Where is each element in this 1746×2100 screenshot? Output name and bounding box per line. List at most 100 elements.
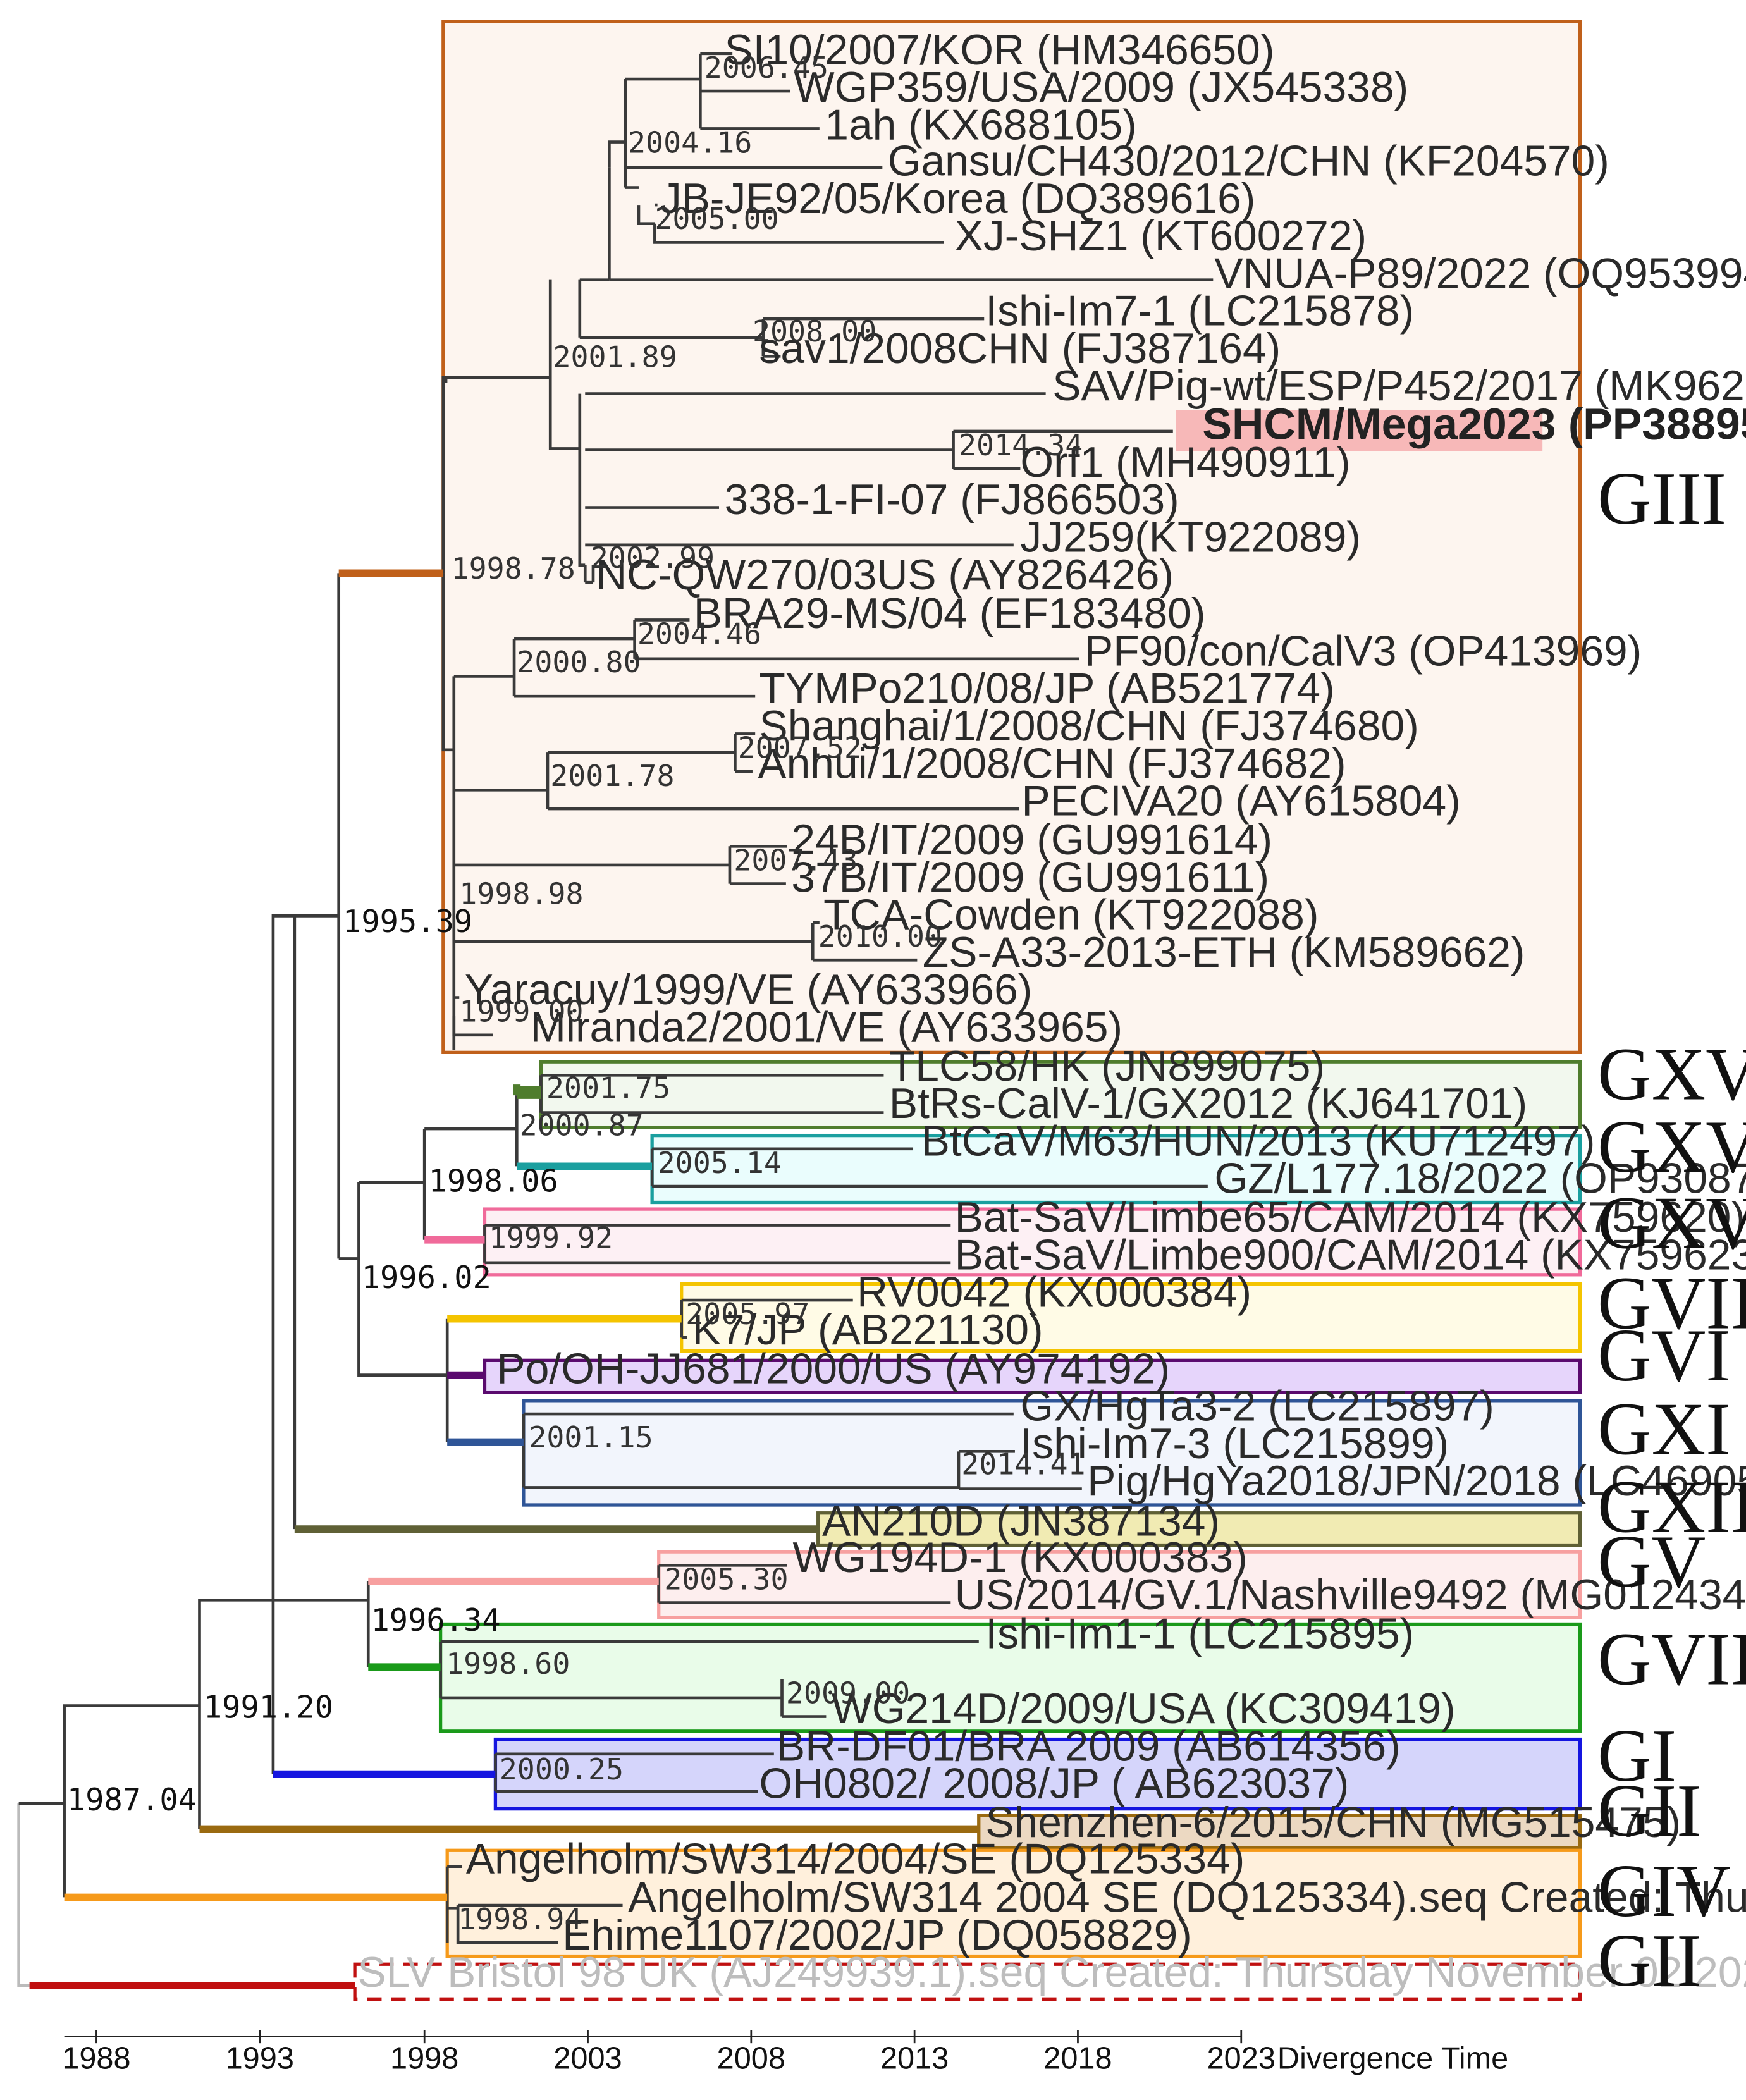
leaf-label: Orf1 (MH490911) xyxy=(1020,439,1350,486)
clade-label-GXVIII: GXVIII xyxy=(1597,1181,1746,1264)
leaf-label: 338-1-FI-07 (FJ866503) xyxy=(724,476,1179,524)
axis-tick-label: 2023 xyxy=(1207,2041,1276,2075)
box-GII xyxy=(977,1814,1582,1850)
node-age-label: 2006.45 xyxy=(704,51,828,85)
node-age-label: 2004.46 xyxy=(637,617,761,651)
leaf-label: TLC58/HK (JN899075) xyxy=(889,1043,1325,1090)
leaf-label: XJ-SHZ1 (KT600272) xyxy=(955,212,1367,260)
leaf-label: Ishi-Im7-3 (LC215899) xyxy=(1020,1420,1449,1468)
node-age-label: 1998.94 xyxy=(458,1902,582,1936)
leaf-label: Miranda2/2001/VE (AY633965) xyxy=(530,1004,1122,1051)
node-age-label: 1987.04 xyxy=(67,1783,197,1818)
leaf-label: SLV Bristol 98 UK (AJ249939.1).seq Creat… xyxy=(357,1949,1746,1996)
node-age-label: 1999.00 xyxy=(459,995,583,1029)
node-age-label: 2008.00 xyxy=(753,314,876,348)
leaf-label: Ehime1107/2002/JP (DQ058829) xyxy=(562,1912,1192,1959)
node-age-label: 1998.60 xyxy=(446,1647,570,1681)
clade-stems xyxy=(29,569,979,1989)
node-age-label: 2000.80 xyxy=(517,645,641,679)
node-age-label: 1998.78 xyxy=(452,551,575,586)
box-GIV xyxy=(445,1848,1582,1958)
axis-tick-label: 1993 xyxy=(226,2041,294,2075)
highlighted-leaf-label: SHCM/Mega2023 (PP388958) xyxy=(1202,400,1746,449)
node-age-label: 1998.98 xyxy=(459,876,583,911)
clade-label-GIII: GIII xyxy=(1597,457,1726,540)
leaf-label: BRA29-MS/04 (EF183480) xyxy=(694,590,1206,637)
node-age-label: 2001.78 xyxy=(550,759,674,793)
leaf-label: PF90/con/CalV3 (OP413969) xyxy=(1085,627,1642,675)
leaf-label: Yaracuy/1999/VE (AY633966) xyxy=(465,966,1033,1014)
node-age-label: 1991.20 xyxy=(204,1690,333,1726)
clade-label-GXVI: GXVI xyxy=(1597,1032,1746,1115)
leaf-label: AN210D (JN387134) xyxy=(822,1498,1220,1545)
box-GII-outgroup xyxy=(353,1962,1582,2001)
node-age-label: 2000.87 xyxy=(520,1108,644,1143)
leaf-label: JJ259(KT922089) xyxy=(1020,513,1361,561)
highlight-box xyxy=(1176,410,1543,451)
node-age-label: 2002.99 xyxy=(591,541,715,575)
node-age-label: 2001.15 xyxy=(529,1420,653,1454)
leaf-label: Gansu/CH430/2012/CHN (KF204570) xyxy=(888,137,1609,185)
node-age-label: 1996.02 xyxy=(362,1260,491,1296)
clade-label-GXI: GXI xyxy=(1597,1387,1731,1471)
node-age-label: 2005.97 xyxy=(685,1297,809,1331)
axis-tick-label: 2008 xyxy=(717,2041,785,2075)
leaf-label: Shanghai/1/2008/CHN (FJ374680) xyxy=(759,703,1419,750)
node-age-label: 2007.43 xyxy=(734,843,858,877)
node-age-label: 2005.00 xyxy=(655,202,778,236)
clade-label-GVIII: GVIII xyxy=(1597,1618,1746,1701)
clade-label-GVI: GVI xyxy=(1597,1313,1731,1397)
leaf-label: Anhui/1/2008/CHN (FJ374682) xyxy=(758,740,1346,787)
leaf-label: BR-DF01/BRA 2009 (AB614356) xyxy=(777,1722,1401,1770)
leaf-label: GZ/L177.18/2022 (OP930874) xyxy=(1214,1155,1746,1203)
leaf-label: WG214D/2009/USA (KC309419) xyxy=(832,1685,1456,1733)
node-age-label: 2014.41 xyxy=(961,1447,1085,1481)
node-age-label: 2001.75 xyxy=(546,1071,670,1105)
leaf-label: Angelholm/SW314 2004 SE (DQ125334).seq C… xyxy=(628,1874,1746,1922)
box-GIII xyxy=(441,20,1582,1054)
node-age-label: 1996.34 xyxy=(371,1603,501,1638)
axis-tick-label: 2018 xyxy=(1043,2041,1112,2075)
node-age-label: 2000.25 xyxy=(500,1752,624,1786)
leaf-label: Bat-SaV/Limbe900/CAM/2014 (KX759623) xyxy=(955,1231,1746,1279)
leaf-label: WGP359/USA/2009 (JX545338) xyxy=(794,64,1409,111)
leaf-label: Shenzhen-6/2015/CHN (MG515475) xyxy=(985,1799,1681,1846)
clade-labels: GIII GXVI GXVII GXVIII GVII GVI GXI GXII… xyxy=(1597,457,1746,2002)
node-age-label: 2005.30 xyxy=(664,1562,788,1596)
leaf-label: TCA-Cowden (KT922088) xyxy=(823,892,1319,939)
leaf-label: SI10/2007/KOR (HM346650) xyxy=(724,27,1274,74)
leaf-label: OH0802/ 2008/JP ( AB623037) xyxy=(759,1760,1349,1808)
leaf-label: 37B/IT/2009 (GU991611) xyxy=(791,854,1269,901)
time-axis: 1988 1993 1998 2003 2008 2013 2018 2023 … xyxy=(62,2030,1508,2075)
leaf-labels: SI10/2007/KOR (HM346650) WGP359/USA/2009… xyxy=(357,27,1746,1996)
box-GVII xyxy=(680,1282,1582,1353)
box-GXVI xyxy=(539,1060,1582,1129)
leaf-label: BtRs-CalV-1/GX2012 (KJ641701) xyxy=(889,1080,1527,1127)
leaf-label: 24B/IT/2009 (GU991614) xyxy=(791,816,1272,864)
axis-tick-label: 1988 xyxy=(62,2041,130,2075)
clade-label-GI: GI xyxy=(1597,1714,1676,1797)
node-age-label: 2007.52 xyxy=(738,731,862,765)
node-age-label: 2010.00 xyxy=(818,919,942,954)
node-age-label: 1995.39 xyxy=(343,904,472,940)
node-age-label: 2001.89 xyxy=(553,340,677,374)
leaf-label: NC-QW270/03US (AY826426) xyxy=(596,551,1174,599)
clade-label-GXVII: GXVII xyxy=(1597,1105,1746,1188)
leaf-label: sav1/2008CHN (FJ387164) xyxy=(759,325,1281,372)
leaf-label: WG194D-1 (KX000383) xyxy=(792,1534,1247,1581)
leaf-label: Angelholm/SW314/2004/SE (DQ125334) xyxy=(466,1835,1245,1882)
axis-tick-label: 2003 xyxy=(553,2041,622,2075)
clade-label-GXIII: GXIII xyxy=(1597,1464,1746,1548)
leaf-label: JB-JE92/05/Korea (DQ389616) xyxy=(660,175,1256,223)
node-age-label: 1998.06 xyxy=(429,1164,558,1200)
node-age-label: 2005.14 xyxy=(658,1146,782,1180)
axis-title: Divergence Time xyxy=(1277,2041,1508,2075)
leaf-label: SAV/Pig-wt/ESP/P452/2017 (MK962338) xyxy=(1052,362,1746,410)
axis-tick-label: 2013 xyxy=(880,2041,949,2075)
leaf-label: Ishi-Im1-1 (LC215895) xyxy=(985,1611,1414,1658)
leaf-label: GX/HgTa3-2 (LC215897) xyxy=(1020,1383,1494,1430)
leaf-label: BtCaV/M63/HUN/2013 (KU712497) xyxy=(921,1117,1595,1165)
clade-label-GV: GV xyxy=(1597,1520,1706,1603)
